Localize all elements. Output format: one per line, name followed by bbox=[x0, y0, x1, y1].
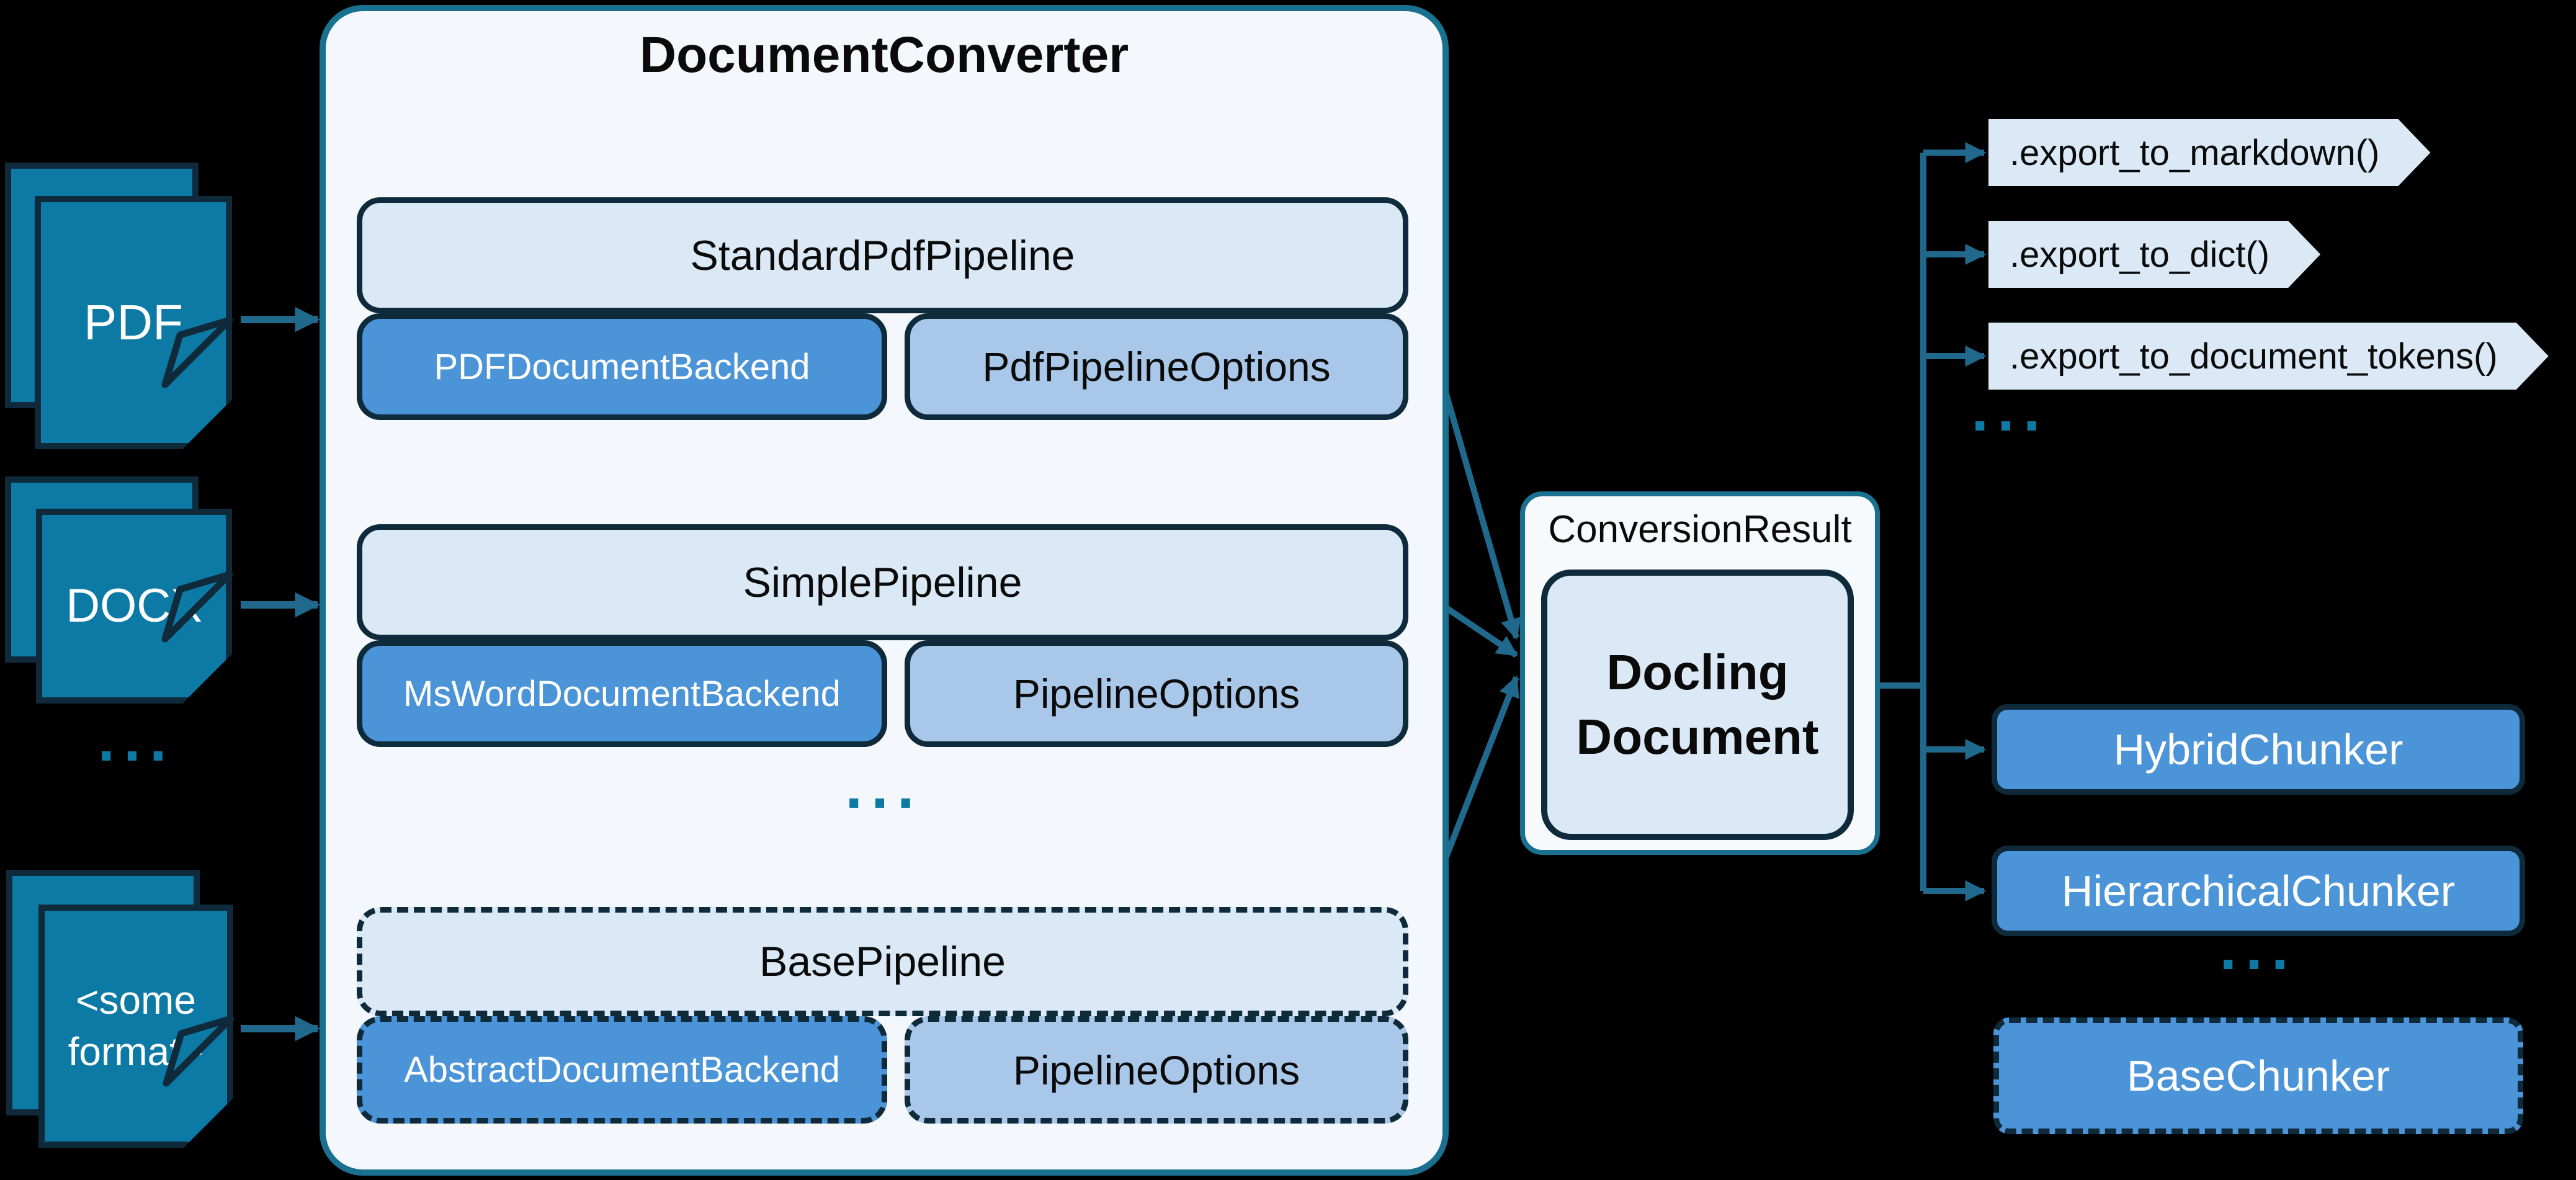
base-pipeline-options-box: PipelineOptions bbox=[905, 1016, 1408, 1124]
someformat-fold-corner-icon bbox=[163, 1015, 235, 1087]
export-to-document-tokens-tag: .export_to_document_tokens() bbox=[1988, 323, 2549, 390]
simple-pipeline-label: SimplePipeline bbox=[743, 558, 1022, 606]
base-pipeline-box: BasePipeline bbox=[357, 907, 1408, 1016]
docx-fold-corner-icon bbox=[161, 571, 233, 643]
base-chunker-box: BaseChunker bbox=[1993, 1017, 2523, 1134]
export-to-dict-tag: .export_to_dict() bbox=[1988, 221, 2320, 288]
pdf-document-backend-label: PDFDocumentBackend bbox=[434, 346, 810, 387]
abstract-document-backend-label: AbstractDocumentBackend bbox=[404, 1050, 840, 1090]
document-converter-title: DocumentConverter bbox=[639, 27, 1129, 83]
conversion-result-label: ConversionResult bbox=[1548, 508, 1852, 551]
standard-pdf-pipeline-label: StandardPdfPipeline bbox=[690, 231, 1075, 279]
export-to-dict-label: .export_to_dict() bbox=[2010, 234, 2270, 275]
converter-ellipsis: ... bbox=[845, 752, 923, 821]
docling-document-box: Docling Document bbox=[1541, 570, 1854, 840]
export-to-markdown-tag: .export_to_markdown() bbox=[1988, 119, 2430, 186]
pdf-pipeline-options-label: PdfPipelineOptions bbox=[982, 344, 1331, 390]
pipeline-options-label: PipelineOptions bbox=[1013, 671, 1300, 717]
pdf-pipeline-options-box: PdfPipelineOptions bbox=[905, 313, 1408, 420]
conversion-result-box: ConversionResult Docling Document bbox=[1520, 491, 1880, 855]
hybrid-chunker-label: HybridChunker bbox=[2113, 725, 2404, 774]
chunkers-ellipsis: ... bbox=[2219, 913, 2297, 983]
abstract-document-backend-box: AbstractDocumentBackend bbox=[357, 1016, 887, 1124]
hierarchical-chunker-box: HierarchicalChunker bbox=[1992, 846, 2525, 936]
hybrid-chunker-box: HybridChunker bbox=[1992, 704, 2525, 795]
msword-document-backend-label: MsWordDocumentBackend bbox=[403, 673, 841, 714]
pdf-document-backend-box: PDFDocumentBackend bbox=[357, 313, 887, 420]
docling-document-label: Docling Document bbox=[1576, 645, 1819, 764]
export-to-document-tokens-label: .export_to_document_tokens() bbox=[2010, 336, 2498, 377]
exports-ellipsis: ... bbox=[1971, 375, 2049, 444]
base-chunker-label: BaseChunker bbox=[2126, 1052, 2390, 1100]
base-pipeline-label: BasePipeline bbox=[759, 938, 1006, 985]
pdf-fold-corner-icon bbox=[161, 316, 233, 388]
pdf-front-sheet-icon: PDF bbox=[35, 196, 232, 449]
standard-pdf-pipeline-box: StandardPdfPipeline bbox=[357, 197, 1408, 313]
pipeline-options-box: PipelineOptions bbox=[905, 640, 1408, 747]
simple-pipeline-box: SimplePipeline bbox=[357, 524, 1408, 640]
inputs-ellipsis: ... bbox=[97, 705, 176, 774]
msword-document-backend-box: MsWordDocumentBackend bbox=[357, 640, 887, 747]
pdf-label: PDF bbox=[84, 295, 183, 350]
base-pipeline-options-label: PipelineOptions bbox=[1013, 1047, 1300, 1093]
hierarchical-chunker-label: HierarchicalChunker bbox=[2061, 867, 2456, 915]
export-to-markdown-label: .export_to_markdown() bbox=[2010, 132, 2380, 173]
